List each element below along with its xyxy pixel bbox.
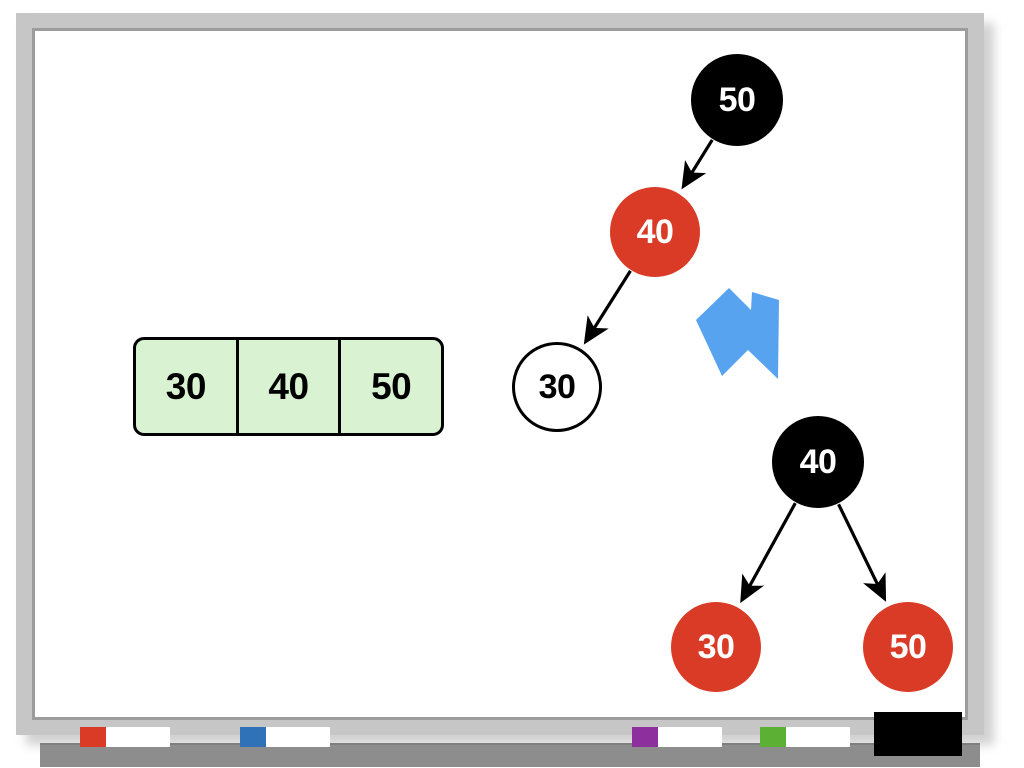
tree-node-red-50[interactable]: 50 xyxy=(863,602,953,692)
green-marker[interactable] xyxy=(760,727,850,747)
blue-marker-cap xyxy=(240,727,266,747)
tree-node-label: 40 xyxy=(799,442,837,481)
tree-node-red-40[interactable]: 40 xyxy=(610,187,700,277)
tree-node-label: 50 xyxy=(718,80,756,119)
tree-node-label: 30 xyxy=(538,367,576,406)
tree-node-black-50[interactable]: 50 xyxy=(691,54,783,146)
green-marker-body xyxy=(786,727,850,747)
tree-node-black-40[interactable]: 40 xyxy=(772,416,864,508)
green-marker-cap xyxy=(760,727,786,747)
red-marker-cap xyxy=(80,727,106,747)
red-marker-body xyxy=(106,727,170,747)
red-marker[interactable] xyxy=(80,727,170,747)
tree-node-label: 40 xyxy=(636,212,674,251)
array-cell: 40 xyxy=(239,340,342,433)
purple-marker[interactable] xyxy=(632,727,722,747)
blue-marker-body xyxy=(266,727,330,747)
eraser[interactable] xyxy=(874,712,962,756)
tree-node-label: 30 xyxy=(697,627,735,666)
tree-node-red-30[interactable]: 30 xyxy=(671,602,761,692)
marker-tray xyxy=(40,745,980,767)
array-cell: 30 xyxy=(136,340,239,433)
sorted-array-box[interactable]: 30 40 50 xyxy=(133,337,444,436)
purple-marker-body xyxy=(658,727,722,747)
blue-marker[interactable] xyxy=(240,727,330,747)
tree-node-label: 50 xyxy=(889,627,927,666)
tree-node-white-30[interactable]: 30 xyxy=(512,342,602,432)
purple-marker-cap xyxy=(632,727,658,747)
array-cell: 50 xyxy=(371,365,412,407)
